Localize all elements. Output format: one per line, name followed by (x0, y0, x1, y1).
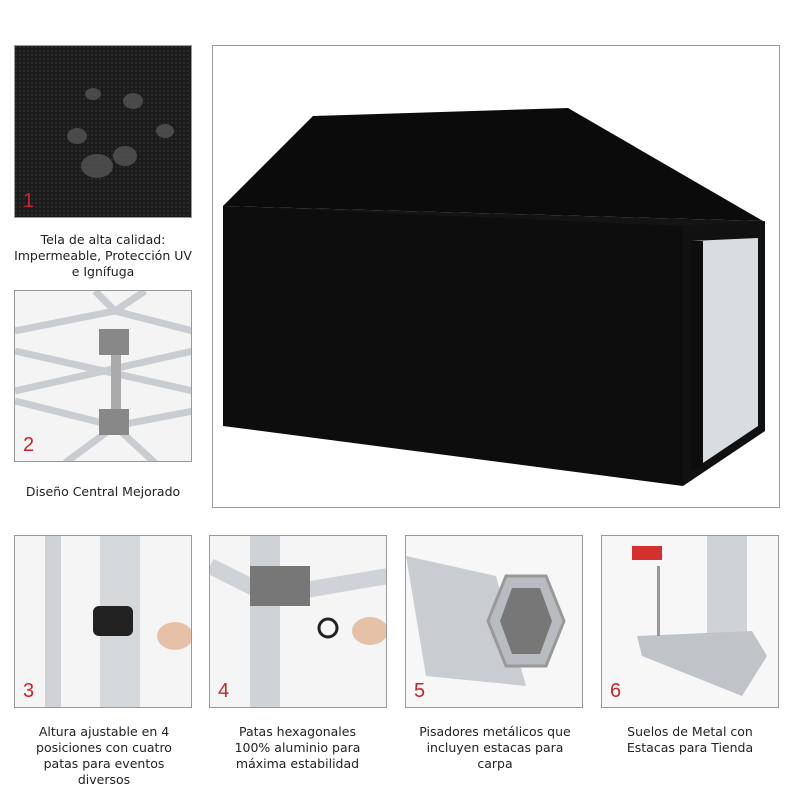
feature-4-image: 4 (209, 535, 387, 708)
feature-number: 5 (414, 680, 426, 702)
feature-6-caption: Suelos de Metal con Estacas para Tienda (626, 724, 754, 755)
feature-3-caption: Altura ajustable en 4 posiciones con cua… (36, 724, 172, 787)
feature-number: 2 (23, 434, 35, 456)
hexagonal-leg-image (210, 536, 386, 707)
feature-number: 3 (23, 680, 35, 702)
feature-5-caption: Pisadores metálicos que incluyen estacas… (419, 724, 571, 771)
feature-1-caption: Tela de alta calidad: Impermeable, Prote… (14, 232, 192, 279)
water-droplets-image (15, 46, 191, 217)
feature-number: 6 (610, 680, 622, 702)
feature-1-image: 1 (14, 45, 192, 218)
feature-2-caption: Diseño Central Mejorado (25, 484, 181, 499)
metal-foot-plate-image (632, 536, 767, 696)
center-frame-image (15, 291, 191, 461)
feature-6-image: 6 (601, 535, 779, 708)
feature-number: 1 (23, 190, 35, 212)
hexagon-tube-image (406, 556, 566, 686)
feature-2-image: 2 (14, 290, 192, 462)
feature-5-image: 5 (405, 535, 583, 708)
adjustable-leg-image (45, 536, 191, 707)
feature-4-caption: Patas hexagonales 100% aluminio para máx… (234, 724, 361, 771)
feature-number: 4 (218, 680, 230, 702)
black-tent-illustration (223, 108, 765, 486)
feature-3-image: 3 (14, 535, 192, 708)
tent-main-image (212, 45, 780, 508)
